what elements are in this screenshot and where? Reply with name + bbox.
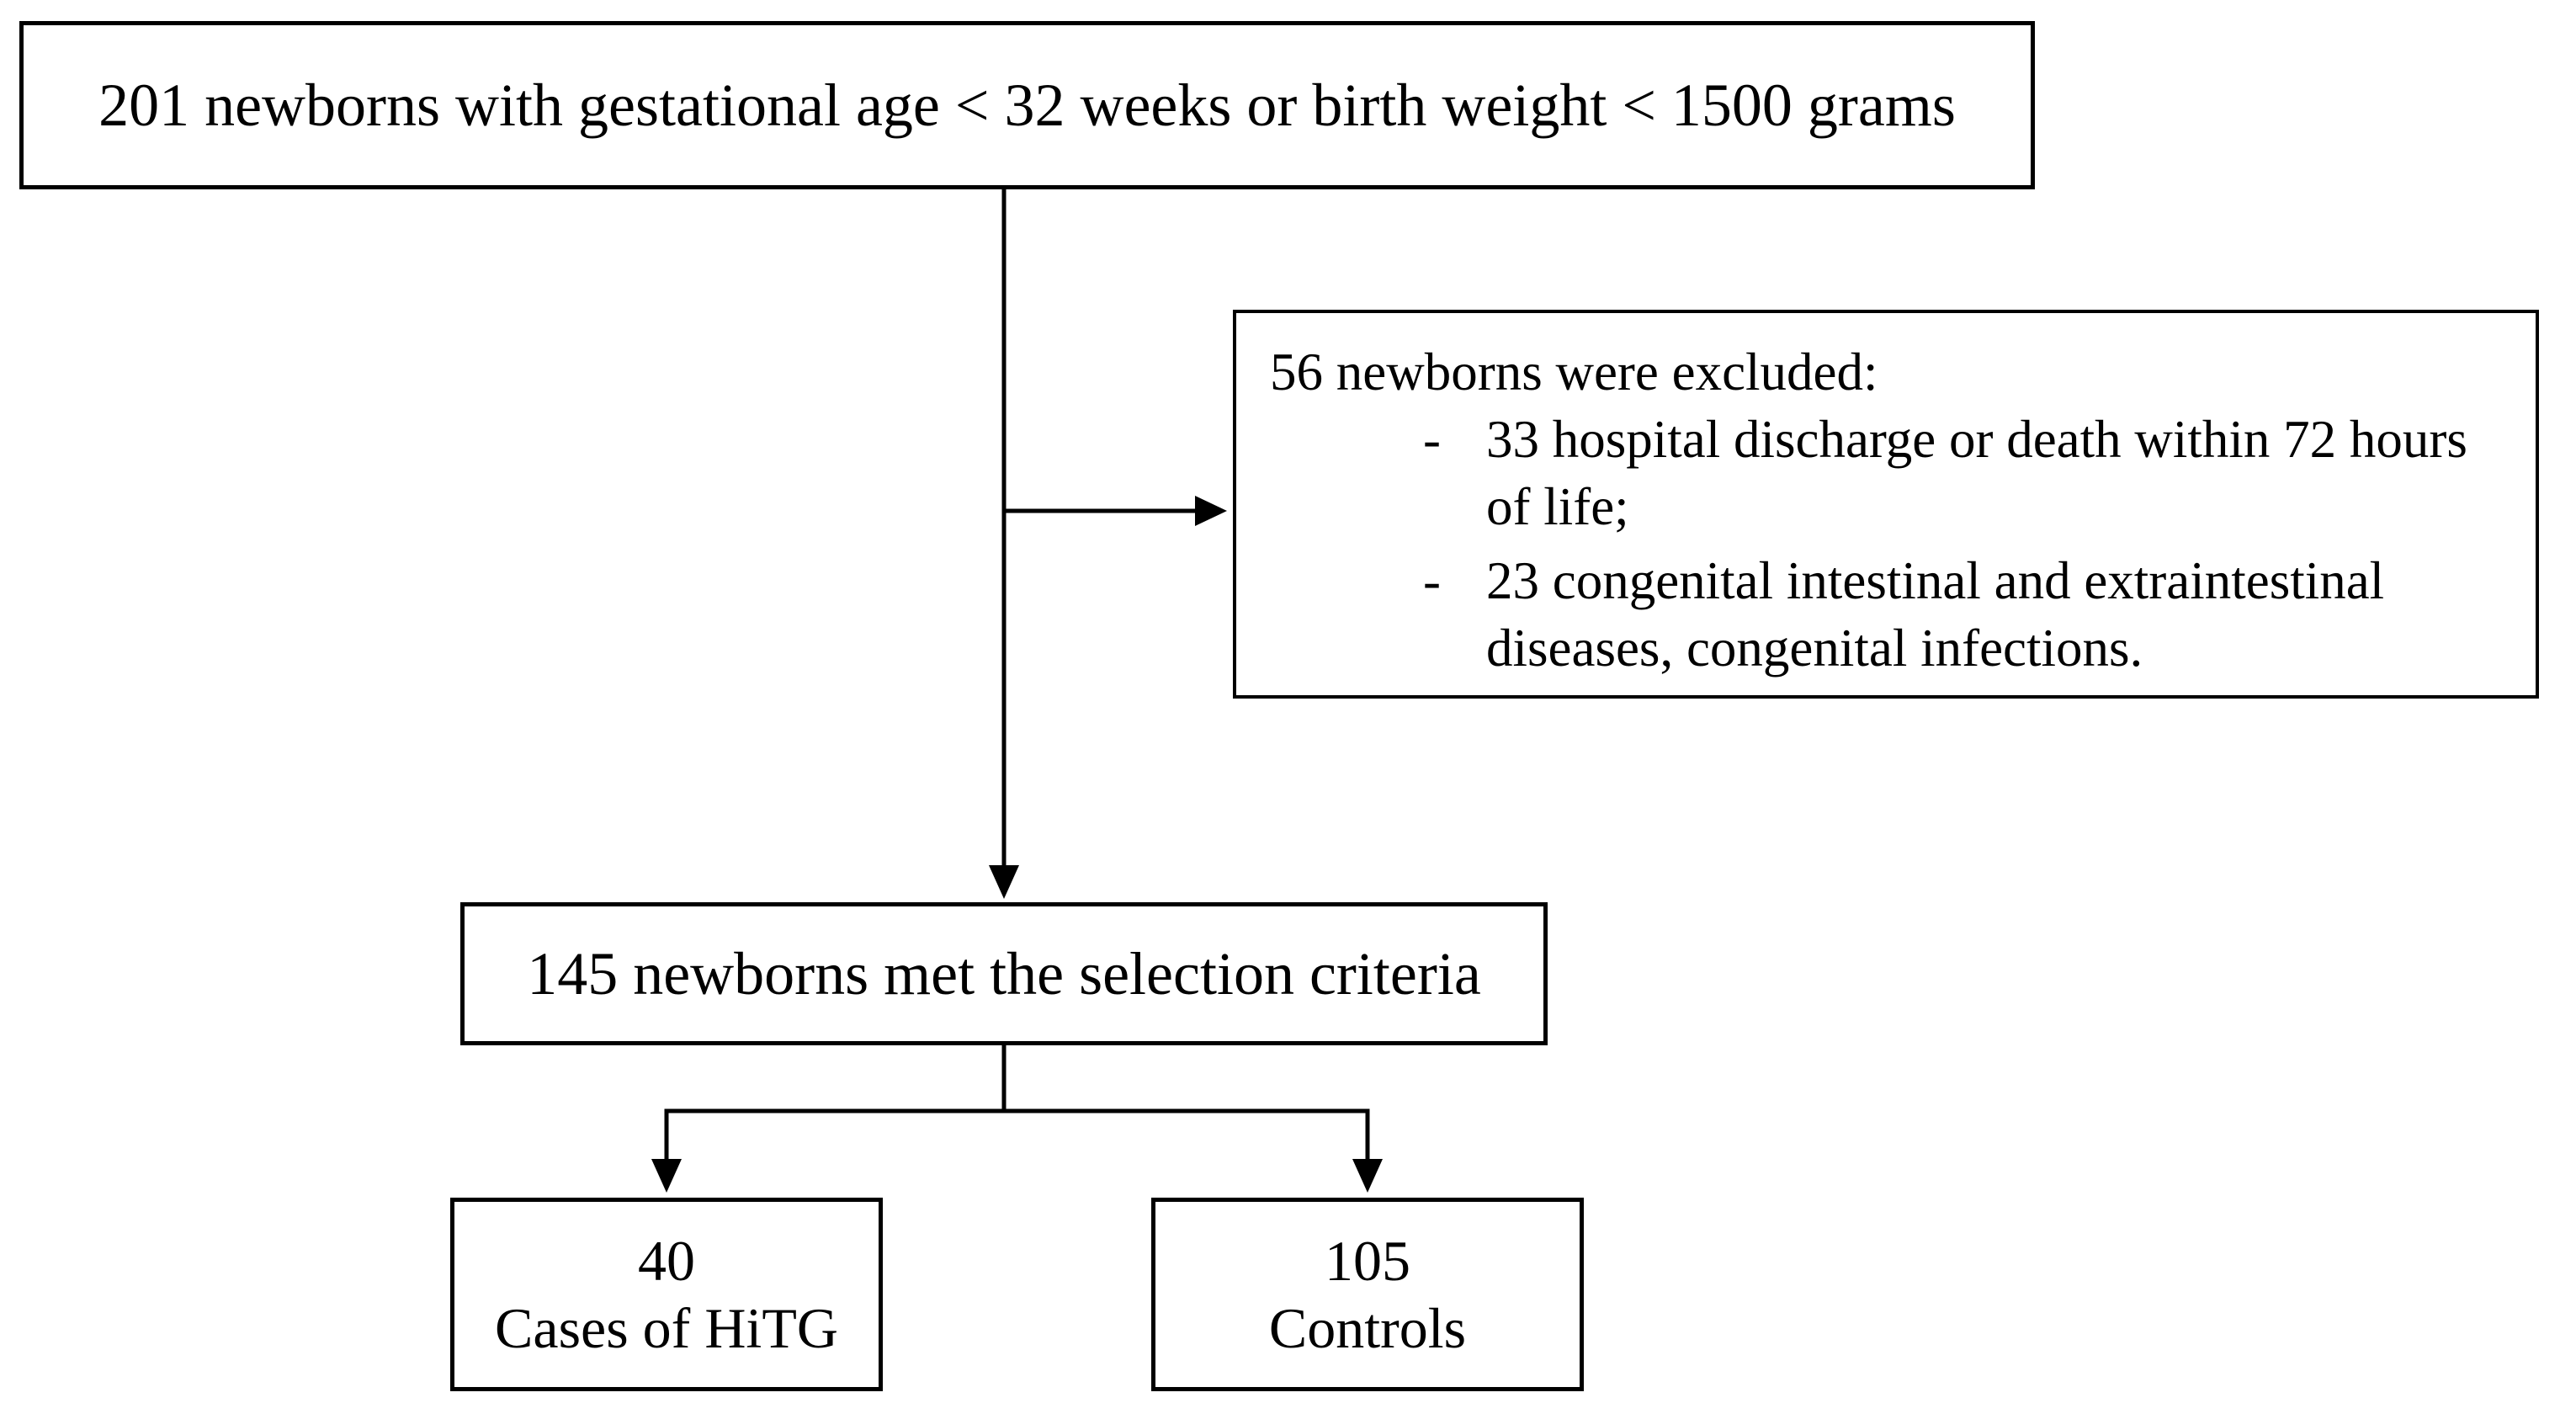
arrowhead-down-selection-icon	[989, 865, 1019, 899]
controls-label: Controls	[1268, 1296, 1467, 1360]
arrowhead-down-controls-icon	[1352, 1159, 1383, 1193]
cases-label: Cases of HiTG	[495, 1296, 838, 1360]
exclusion-box: 56 newborns were excluded: - 33 hospital…	[1233, 310, 2539, 699]
exclusion-item: - 23 congenital intestinal and extrainte…	[1270, 547, 2502, 682]
cases-box: 40 Cases of HiTG	[450, 1198, 883, 1391]
exclusion-item-line: diseases, congenital infections.	[1486, 619, 2143, 678]
selection-box: 145 newborns met the selection criteria	[460, 902, 1548, 1045]
connector-selection-split	[664, 1043, 1370, 1161]
list-dash-marker: -	[1423, 551, 1441, 610]
population-text: 201 newborns with gestational age < 32 w…	[98, 71, 1956, 139]
selection-text: 145 newborns met the selection criteria	[527, 939, 1481, 1007]
exclusion-item-text: 33 hospital discharge or death within 72…	[1486, 406, 2502, 540]
population-box: 201 newborns with gestational age < 32 w…	[19, 21, 2035, 189]
exclusion-item-line: 33 hospital discharge or death within 72…	[1486, 410, 2467, 469]
cases-count: 40	[638, 1229, 695, 1293]
exclusion-item-text: 23 congenital intestinal and extraintest…	[1486, 547, 2502, 682]
arrowhead-right-exclusion-icon	[1195, 496, 1227, 526]
controls-box: 105 Controls	[1151, 1198, 1584, 1391]
arrowhead-down-cases-icon	[651, 1159, 682, 1193]
list-dash-marker: -	[1423, 410, 1441, 469]
exclusion-item-line: 23 congenital intestinal and extraintest…	[1486, 551, 2385, 610]
controls-count: 105	[1325, 1229, 1410, 1293]
exclusion-title: 56 newborns were excluded:	[1270, 343, 1878, 401]
exclusion-item: - 33 hospital discharge or death within …	[1270, 406, 2502, 540]
exclusion-item-line: of life;	[1486, 477, 1629, 536]
